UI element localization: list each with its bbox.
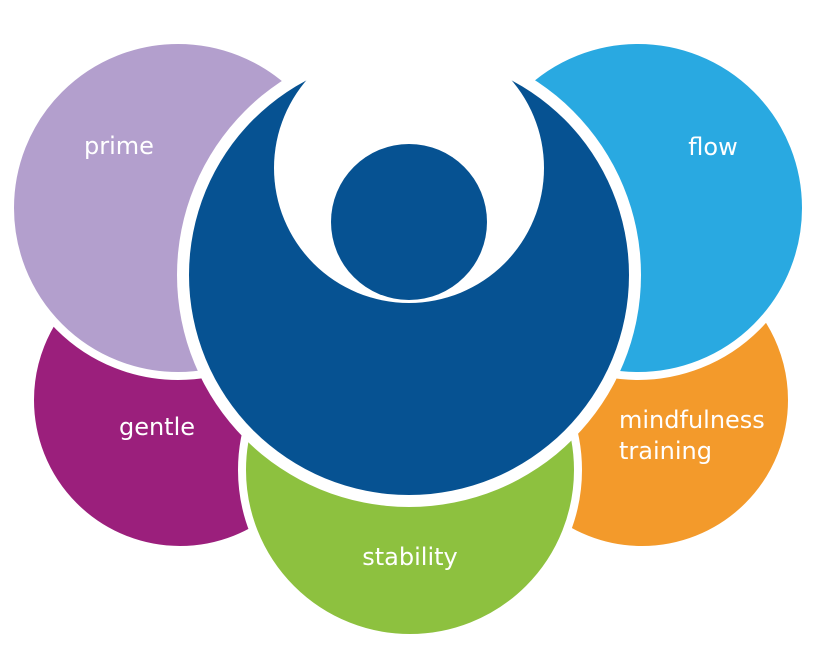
label-gentle: gentle — [119, 413, 195, 441]
center-emblem — [177, 33, 641, 507]
person-figure-icon — [274, 33, 544, 303]
label-flow: flow — [688, 133, 737, 161]
label-mindfulness-line1: mindfulness — [619, 406, 765, 434]
label-stability: stability — [362, 543, 457, 571]
person-figure-head — [331, 144, 487, 300]
label-prime: prime — [84, 132, 154, 160]
label-mindfulness-line2: training — [619, 437, 712, 465]
